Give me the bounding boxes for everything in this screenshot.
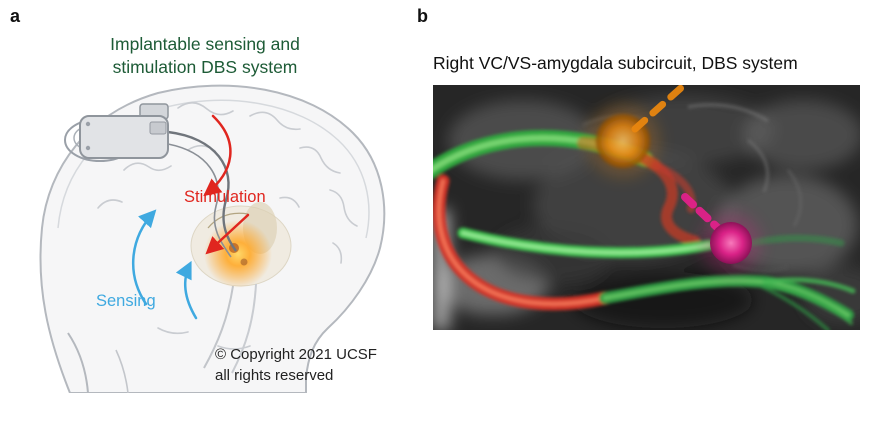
panel-b-label: b: [417, 6, 428, 26]
neck-line: [115, 349, 129, 393]
electrode-dashed-magenta: [681, 193, 725, 235]
mri-sulci: [582, 103, 803, 272]
sensing-arrow-icon: [131, 209, 198, 320]
copyright-notice: © Copyright 2021 UCSF all rights reserve…: [215, 344, 377, 386]
tractography-image: [433, 85, 860, 330]
panel-b-title: Right VC/VS-amygdala subcircuit, DBS sys…: [433, 53, 798, 73]
target-glow: [204, 220, 272, 288]
neck-line: [67, 332, 89, 393]
panel-a-title-line2: stimulation DBS system: [112, 57, 298, 77]
panel-a-title-line1: Implantable sensing and: [110, 34, 300, 54]
electrode-dashed-orange: [631, 85, 690, 133]
stimulation-label: Stimulation: [184, 188, 266, 206]
sensing-label: Sensing: [96, 292, 156, 310]
copyright-line1: © Copyright 2021 UCSF: [215, 346, 377, 363]
stimulation-arrow-icon: [203, 114, 250, 255]
panel-a-title: Implantable sensing and stimulation DBS …: [50, 33, 360, 79]
brain-illustration: [39, 84, 386, 393]
copyright-line2: all rights reserved: [215, 367, 334, 384]
ipg-device: [64, 103, 169, 162]
magenta-target-sphere: [710, 222, 752, 264]
panel-a-label: a: [10, 6, 21, 26]
